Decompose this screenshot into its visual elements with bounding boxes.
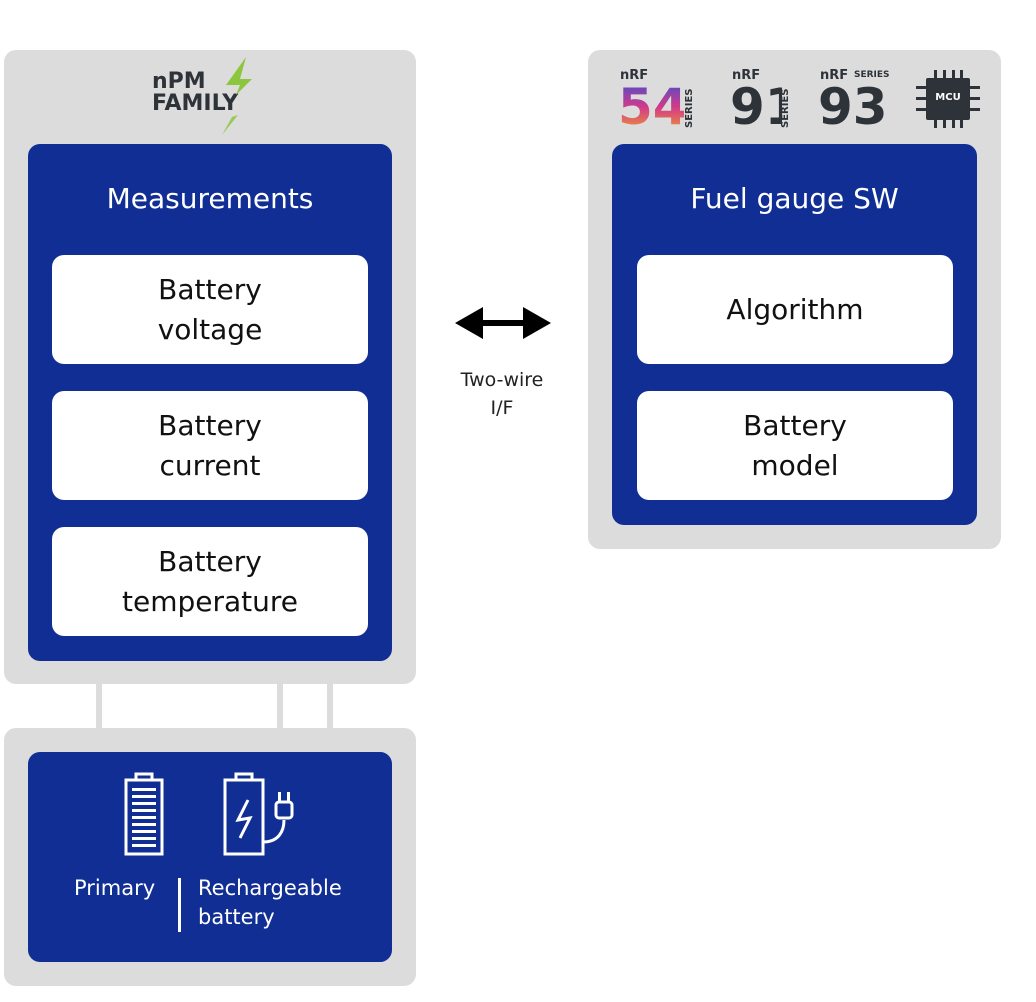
mcu-chip-icon: MCU [916,70,980,128]
connector-line [277,684,283,728]
battery-current-box: Battery current [52,391,368,500]
npm-family-logo: nPM FAMILY [152,55,272,137]
measurements-title: Measurements [106,182,314,215]
rechargeable-line2: battery [198,905,275,929]
box-line1: Battery [743,408,847,442]
iface-line2: I/F [490,397,514,419]
npm-logo-text: nPM FAMILY [152,71,238,115]
logo-prefix: nRF [820,68,849,83]
rechargeable-line1: Rechargeable [198,876,342,900]
logo-suffix: SERIES [684,88,695,129]
lightning-bolt-icon [222,57,252,135]
npm-logo-line1: nPM [152,69,206,94]
two-wire-interface-label: Two-wire I/F [440,366,564,422]
battery-voltage-box: Battery voltage [52,255,368,364]
connector-line [96,684,102,728]
nrf93-series-logo: nRF SERIES 93 [818,68,900,130]
chip-label: MCU [935,92,961,103]
box-line1: Battery [158,408,262,442]
measurements-block: Measurements Battery voltage Battery curre… [28,144,392,661]
box-line2: current [159,448,261,482]
box-line2: voltage [157,312,263,346]
svg-text:54: 54 [618,80,684,128]
divider [178,878,181,932]
svg-text:91: 91 [730,80,782,128]
nrf91-number-graphic: 91 [730,80,782,128]
algorithm-box: Algorithm [637,255,953,364]
box-line2: model [751,448,839,482]
primary-battery-icon [124,772,164,856]
box-line2: temperature [122,584,298,618]
rechargeable-battery-icon [223,772,294,856]
box-line1: Battery [158,544,262,578]
logo-prefix: nRF [732,68,761,83]
bidirectional-arrow-icon [455,307,551,339]
nrf54-series-logo: nRF 54 SERIES [618,68,700,130]
logo-prefix: nRF [620,68,649,83]
battery-model-box: Battery model [637,391,953,500]
nrf93-number-graphic: 93 [818,80,888,128]
fuel-gauge-title: Fuel gauge SW [690,182,899,215]
fuel-gauge-sw-block: Fuel gauge SW Algorithm Battery model [612,144,977,525]
box-line1: Battery [158,272,262,306]
rechargeable-battery-label: Rechargeable battery [198,874,342,932]
svg-text:93: 93 [818,80,888,128]
primary-label: Primary [74,876,156,900]
iface-line1: Two-wire [460,369,544,391]
chip-icon [916,70,980,128]
battery-temperature-box: Battery temperature [52,527,368,636]
battery-types-block: Primary Rechargeable battery [28,752,392,962]
connector-line [327,684,333,728]
logo-suffix: SERIES [780,88,791,129]
box-line1: Algorithm [726,292,864,326]
logo-suffix: SERIES [854,70,890,80]
nrf91-series-logo: nRF 91 SERIES [730,68,800,130]
nrf54-number-graphic: 54 [618,80,684,128]
npm-logo-line2: FAMILY [152,91,239,116]
